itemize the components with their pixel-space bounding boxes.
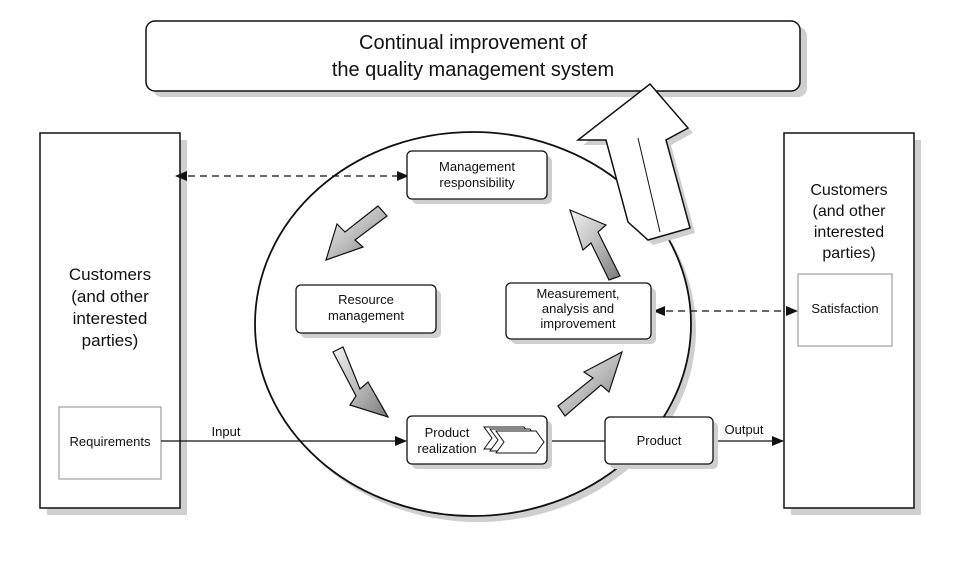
measurement-label-line-1: Measurement, <box>536 286 619 301</box>
title-line-1: Continual improvement of <box>359 32 587 54</box>
continual-improvement-arrow <box>575 82 695 245</box>
requirements-box: Requirements <box>58 406 162 480</box>
satisfaction-box: Satisfaction <box>797 273 893 347</box>
cycle-arrow-measurement-to-management <box>569 208 621 281</box>
resource-management-box: Resource management <box>295 284 441 338</box>
left-customers-line-1: Customers <box>69 265 151 284</box>
satisfaction-label: Satisfaction <box>811 301 878 316</box>
cycle-arrow-management-to-resource <box>325 205 388 261</box>
right-customers-line-2: (and other <box>813 203 887 220</box>
right-customers-line-4: parties) <box>822 245 875 262</box>
title-line-2: the quality management system <box>332 59 614 81</box>
product-label: Product <box>637 433 682 448</box>
product-box: Product <box>604 416 718 469</box>
right-customers-panel: Customers (and other interested parties)… <box>783 132 921 515</box>
realization-label-line-1: Product <box>425 425 470 440</box>
left-customers-line-4: parties) <box>82 331 139 350</box>
left-customers-line-2: (and other <box>71 287 149 306</box>
realization-label-line-2: realization <box>417 441 476 456</box>
input-label: Input <box>212 424 241 439</box>
management-label-line-1: Management <box>439 159 515 174</box>
cycle-arrow-resource-to-realization <box>332 346 390 419</box>
measurement-analysis-box: Measurement, analysis and improvement <box>505 282 656 344</box>
measurement-label-line-3: improvement <box>540 316 616 331</box>
output-label: Output <box>724 422 763 437</box>
left-customers-panel: Customers (and other interested parties)… <box>39 132 187 515</box>
resource-label-line-2: management <box>328 308 404 323</box>
management-responsibility-box: Management responsibility <box>406 150 552 204</box>
management-label-line-2: responsibility <box>439 175 515 190</box>
title-box: Continual improvement of the quality man… <box>145 20 807 97</box>
right-customers-line-3: interested <box>814 224 884 241</box>
product-realization-box: Product realization <box>406 415 552 469</box>
cycle-arrow-realization-to-measurement <box>557 350 624 417</box>
right-customers-line-1: Customers <box>810 182 887 199</box>
resource-label-line-1: Resource <box>338 292 394 307</box>
chevron-stack-icon <box>483 426 545 454</box>
requirements-label: Requirements <box>70 434 151 449</box>
left-customers-line-3: interested <box>73 309 148 328</box>
measurement-label-line-2: analysis and <box>542 301 614 316</box>
